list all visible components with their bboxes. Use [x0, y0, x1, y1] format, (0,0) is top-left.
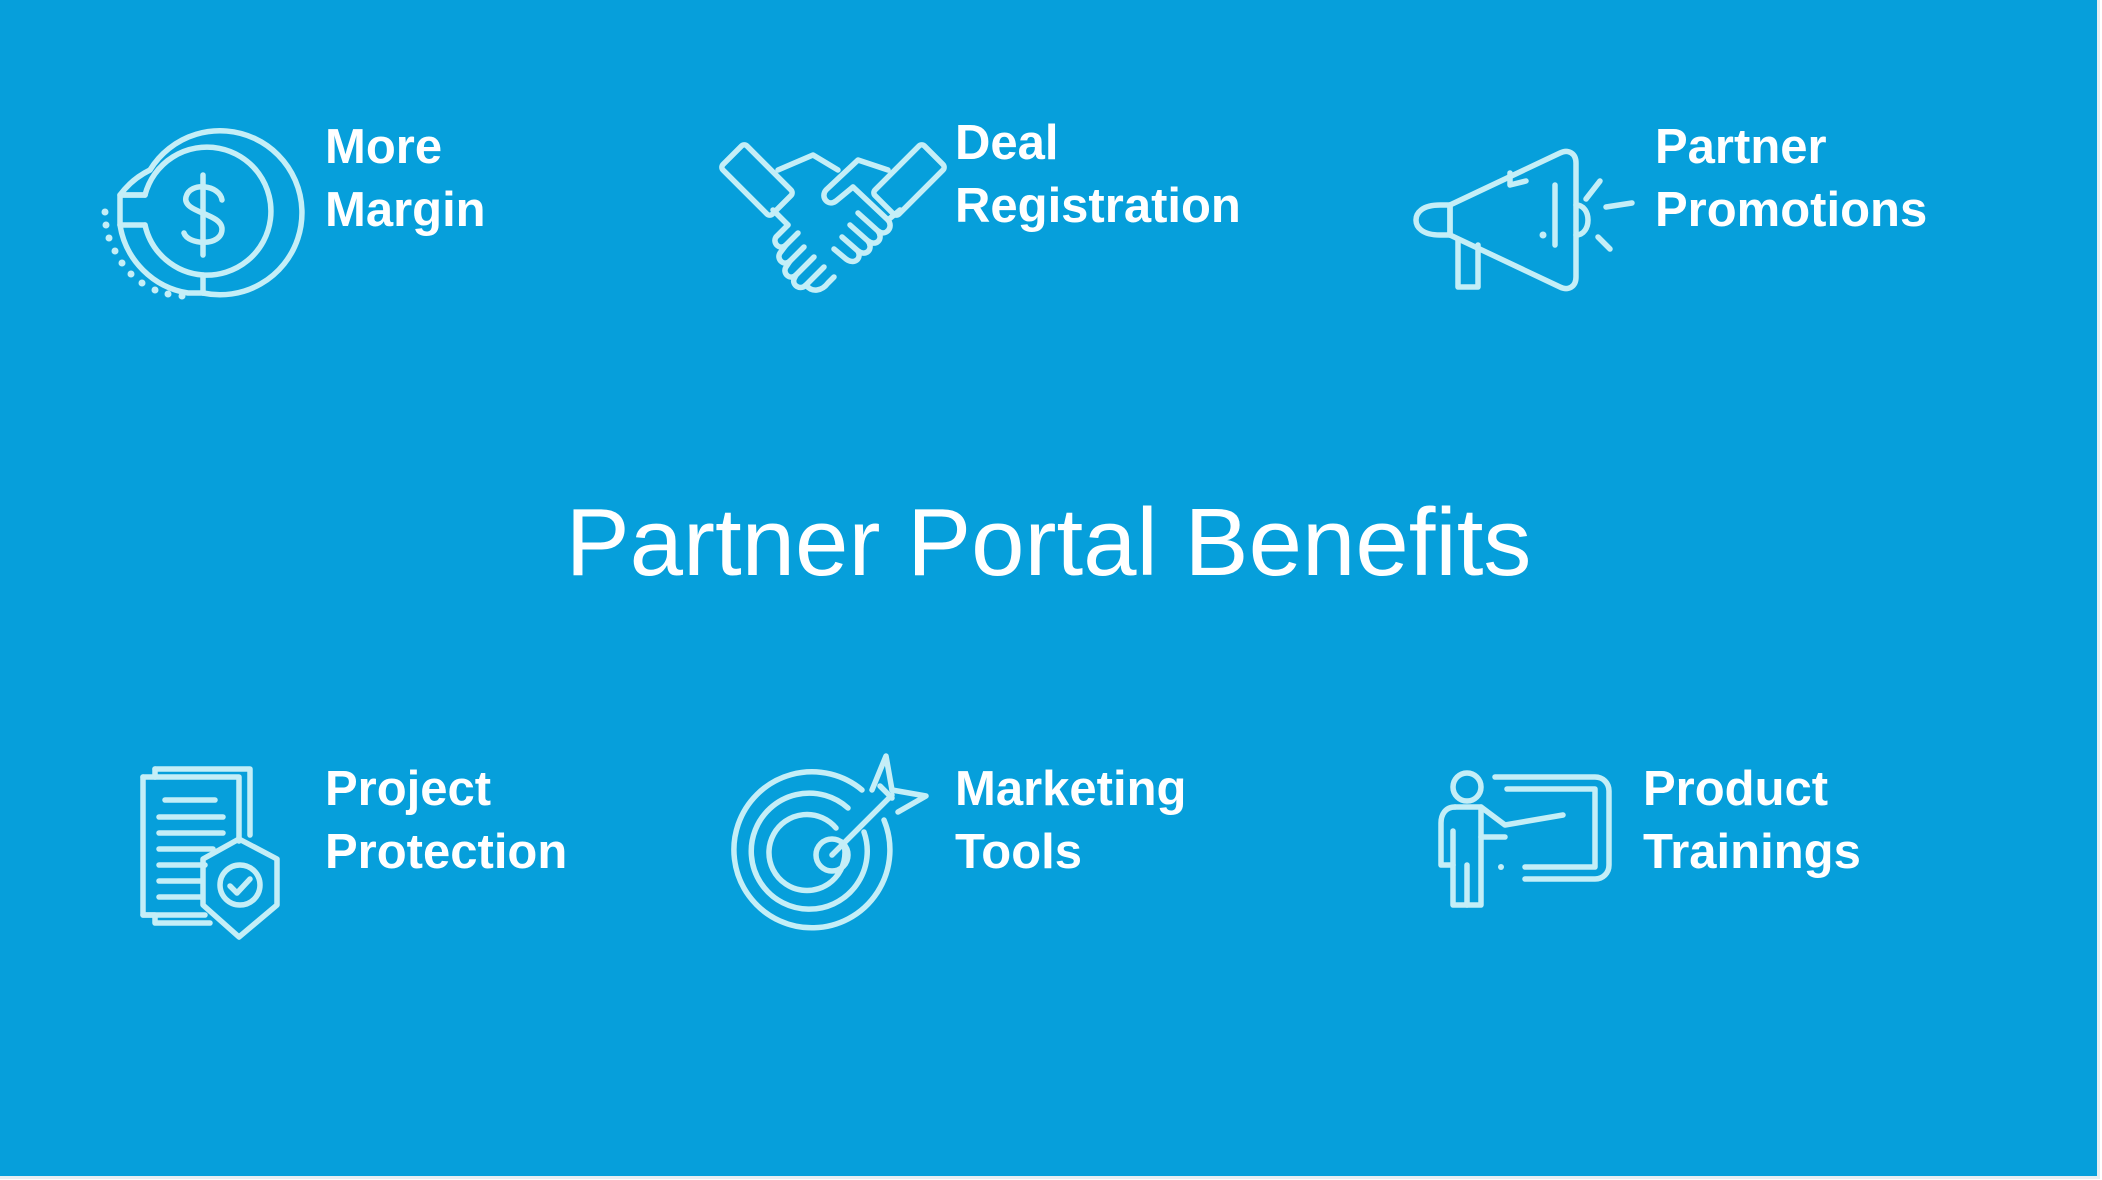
benefit-label: More Margin — [325, 116, 486, 242]
benefit-label-line1: Deal — [955, 116, 1059, 170]
benefit-label: Deal Registration — [955, 112, 1241, 238]
benefit-label-line1: Marketing — [955, 762, 1187, 816]
benefit-label: Project Protection — [325, 758, 567, 884]
benefit-label-line2: Tools — [955, 825, 1083, 879]
megaphone-icon — [1410, 130, 1640, 320]
handshake-icon — [719, 115, 947, 305]
benefit-label-line1: Product — [1643, 762, 1829, 816]
dollar-coin-icon — [100, 115, 305, 305]
presenter-board-icon — [1435, 765, 1615, 915]
benefit-label: Product Trainings — [1643, 758, 1861, 884]
target-arrow-icon — [731, 750, 932, 931]
benefit-label-line1: Project — [325, 762, 492, 816]
benefit-label: Partner Promotions — [1655, 116, 1927, 242]
page-title: Partner Portal Benefits — [565, 489, 1532, 596]
benefit-label-line1: More — [325, 120, 443, 174]
benefit-label-line2: Protection — [325, 825, 568, 879]
benefit-label: Marketing Tools — [955, 758, 1186, 884]
benefit-label-line2: Registration — [955, 179, 1241, 233]
benefit-label-line2: Promotions — [1655, 183, 1928, 237]
benefit-label-line2: Trainings — [1643, 825, 1861, 879]
benefit-label-line1: Partner — [1655, 120, 1827, 174]
benefit-label-line2: Margin — [325, 183, 486, 237]
document-shield-icon — [135, 765, 285, 945]
